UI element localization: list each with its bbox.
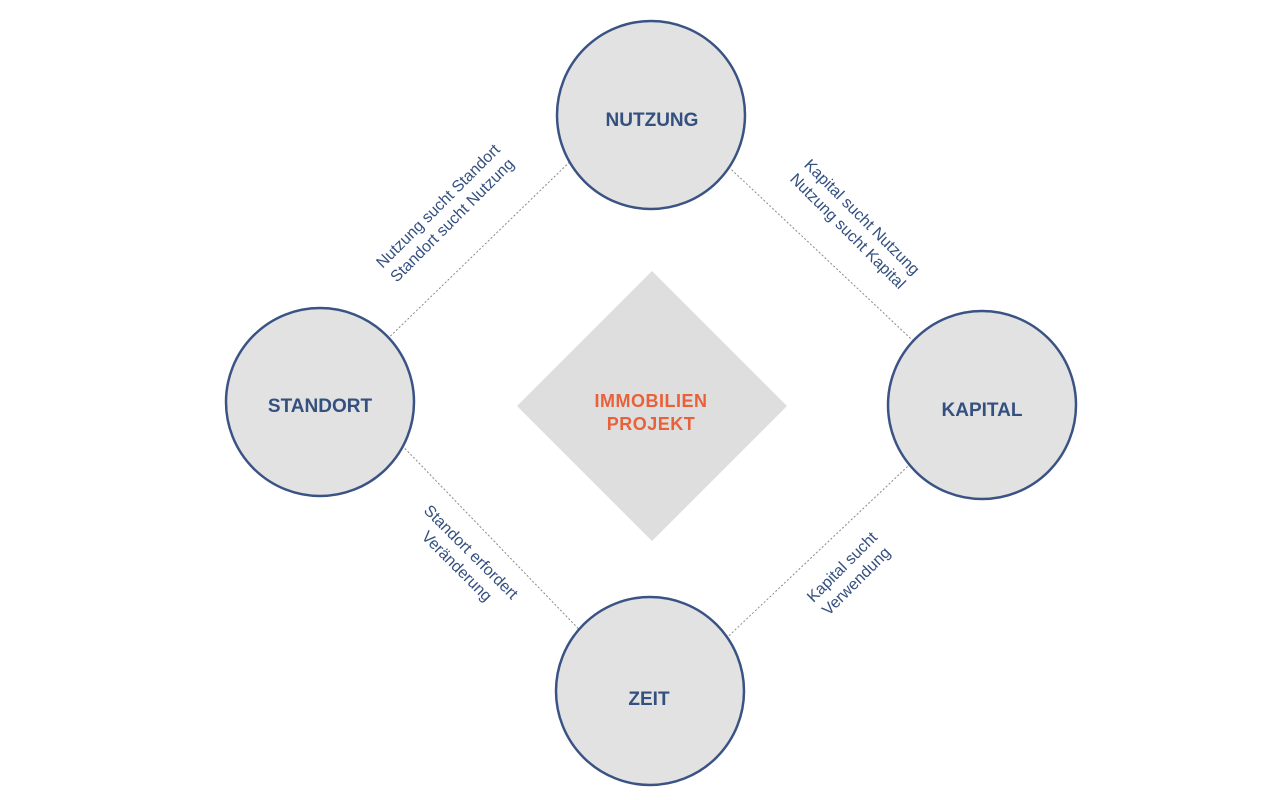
edge-label-nutzung-standort-line1: Nutzung sucht Standort <box>373 141 504 272</box>
connector-kapital-zeit <box>715 449 926 649</box>
edge-label-nutzung-standort-line2: Standort sucht Nutzung <box>388 156 518 286</box>
edge-label-standort-zeit: Standort erfordert Veränderung <box>418 502 521 605</box>
node-zeit: ZEIT <box>554 595 746 787</box>
node-nutzung: NUTZUNG <box>555 19 747 211</box>
node-standort-circle <box>224 306 416 498</box>
center-label-line2: PROJEKT <box>607 414 696 434</box>
node-kapital-label: KAPITAL <box>942 400 1023 421</box>
edge-label-nutzung-kapital-line2: Nutzung sucht Kapital <box>786 171 908 293</box>
connector-nutzung-standort <box>373 147 585 353</box>
edge-label-nutzung-standort: Nutzung sucht Standort Standort sucht Nu… <box>373 141 518 286</box>
center-project: IMMOBILIEN PROJEKT <box>517 271 787 541</box>
center-label-line1: IMMOBILIEN <box>595 391 708 411</box>
node-standort: STANDORT <box>224 306 416 498</box>
node-zeit-circle <box>554 595 746 787</box>
node-zeit-label: ZEIT <box>628 689 670 710</box>
connector-standort-zeit <box>390 433 596 647</box>
node-standort-label: STANDORT <box>268 396 373 417</box>
node-kapital: KAPITAL <box>886 309 1078 501</box>
edge-label-nutzung-kapital-line1: Kapital sucht Nutzung <box>800 157 922 279</box>
node-nutzung-circle <box>555 19 747 211</box>
node-nutzung-label: NUTZUNG <box>606 110 699 131</box>
edge-label-nutzung-kapital: Kapital sucht Nutzung Nutzung sucht Kapi… <box>786 157 922 293</box>
node-kapital-circle <box>886 309 1078 501</box>
edge-label-kapital-zeit: Kapital sucht Verwendung <box>804 529 894 619</box>
